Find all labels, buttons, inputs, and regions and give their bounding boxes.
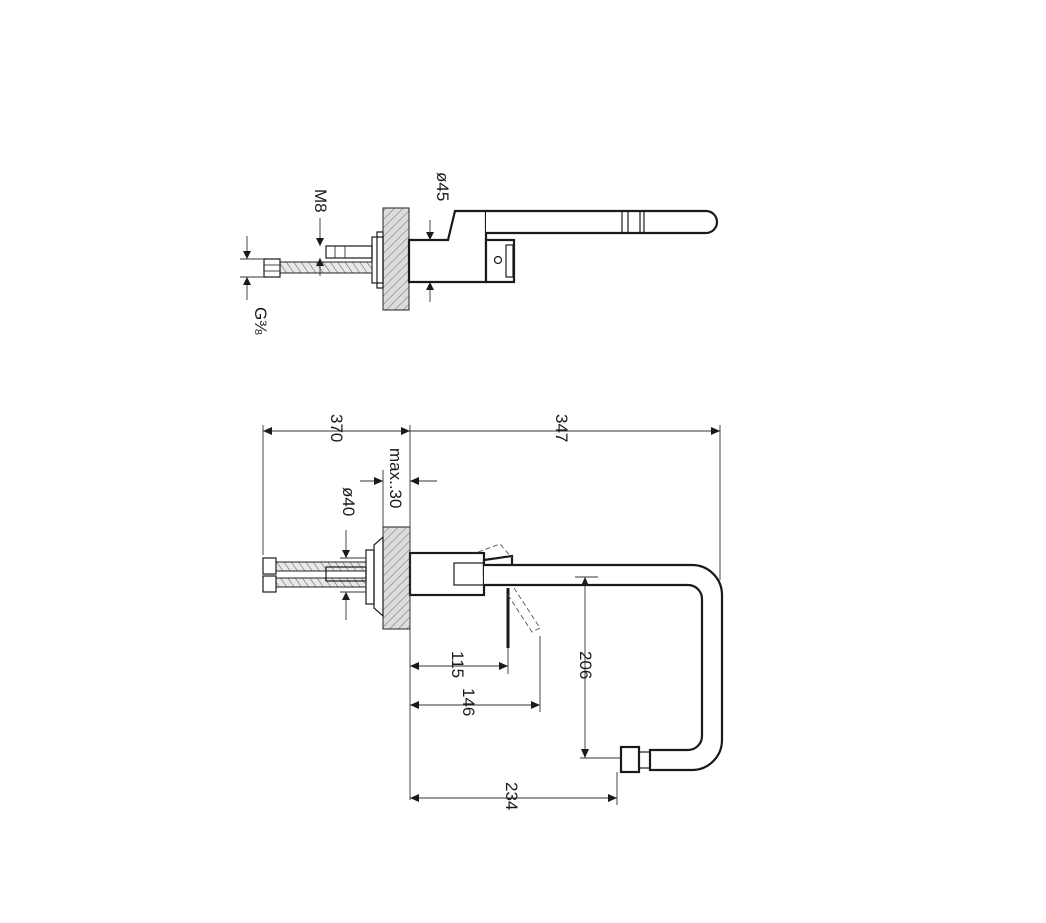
faucet-body-top [407, 209, 488, 284]
lever-screw-icon [493, 255, 503, 265]
side-view: 370 347 max..30 ø40 [262, 414, 724, 810]
spout-nozzle [619, 745, 641, 774]
mounting-flange-side [373, 535, 384, 618]
dim-thread-rod: M8 [311, 189, 330, 276]
dim-label-thread-rod: M8 [311, 189, 330, 213]
dim-label-lever-115: 115 [448, 651, 467, 678]
dim-label-total-length: 347 [552, 414, 571, 442]
dim-diameter-hole: ø40 [339, 487, 366, 620]
dim-max-wall: max..30 [360, 448, 437, 537]
faucet-body-side [408, 551, 486, 597]
top-view: ø45 M8 G⅜ [240, 172, 719, 335]
threaded-rod [325, 245, 373, 259]
dim-diameter-body: ø45 [426, 172, 452, 302]
dim-hose-length: 370 [262, 414, 410, 555]
hose-nut-top [263, 258, 281, 278]
dim-label-max-wall: max..30 [386, 448, 405, 508]
hose-nut-side-2 [262, 575, 277, 593]
dim-label-hose-thread: G⅜ [251, 307, 270, 335]
lever-alt-position [477, 543, 541, 633]
dim-label-diameter-body: ø45 [433, 172, 452, 201]
dim-spout-reach: 234 [410, 772, 618, 810]
dim-hose-thread: G⅜ [240, 236, 270, 335]
spout-arm-top [486, 209, 719, 235]
supply-hose-top [279, 261, 373, 274]
dim-label-lever-146: 146 [459, 688, 478, 716]
dim-lever-146: 146 [410, 636, 541, 716]
dim-label-spout-reach: 234 [502, 782, 521, 810]
supply-hose-side-2 [275, 577, 367, 588]
dim-lever-115: 115 [410, 648, 509, 678]
hose-nut-side-1 [262, 557, 277, 575]
dim-total-length: 347 [409, 414, 721, 800]
wall-section-top [382, 207, 410, 311]
spout-tube [484, 563, 724, 772]
wall-section-side [382, 526, 411, 630]
dim-label-spout-height: 206 [576, 651, 595, 679]
lever-block-top [484, 238, 516, 284]
dim-spout-height: 206 [575, 576, 621, 759]
dim-label-hose-length: 370 [327, 414, 346, 442]
dim-label-diameter-hole: ø40 [339, 487, 358, 516]
